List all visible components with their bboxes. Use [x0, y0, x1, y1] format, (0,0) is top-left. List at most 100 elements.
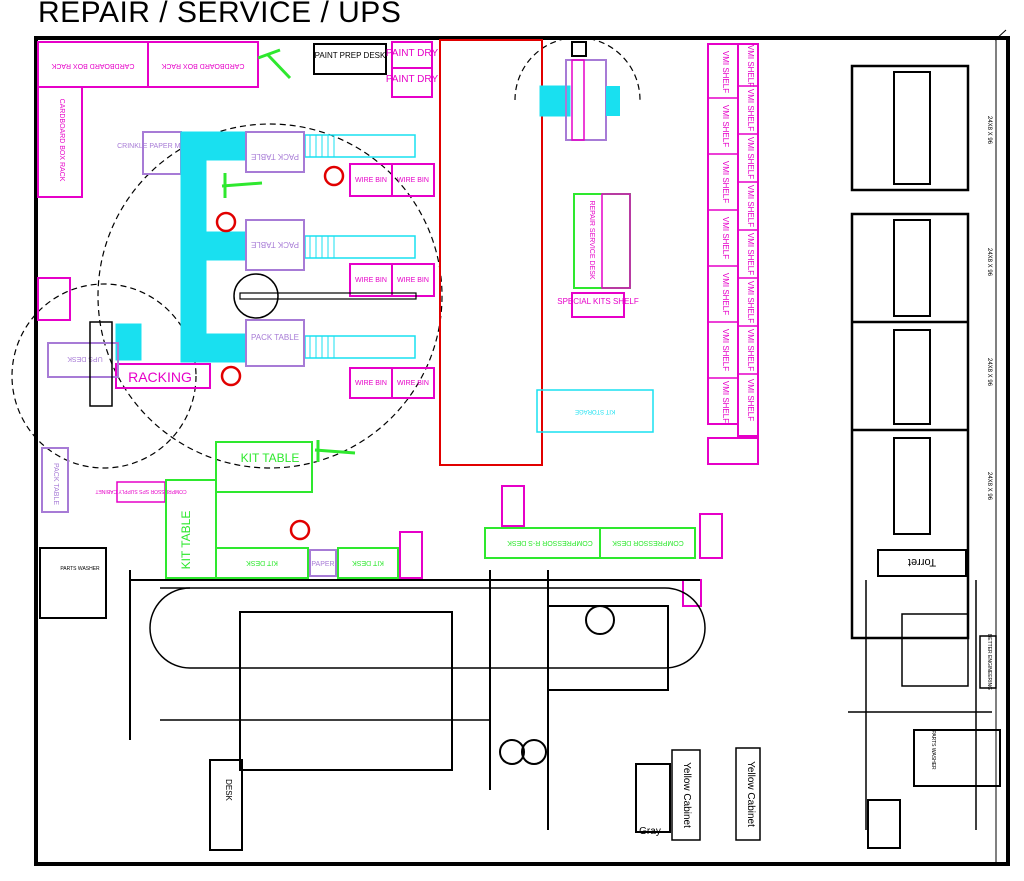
vmi-shelf-label: VMI SHELF — [721, 217, 730, 259]
special-kits-shelf-label: SPECIAL KITS SHELF — [557, 297, 639, 306]
kit-table-label: KIT TABLE — [179, 511, 193, 570]
torret — [877, 549, 967, 577]
torret-label: Torret — [908, 556, 936, 568]
kit-desk-label: KIT DESK — [246, 559, 278, 566]
paper-bin — [309, 549, 337, 577]
better-engineering-label: BETTER ENGINEERING — [986, 634, 992, 690]
vmi-shelf-label: VMI SHELF — [746, 45, 755, 87]
main-machine — [129, 570, 706, 830]
pack-area-circle — [97, 123, 443, 469]
trash-can — [215, 165, 345, 541]
cart — [501, 485, 525, 527]
rack-size-label: 24X8 X 96 — [986, 248, 992, 277]
spindle — [233, 273, 279, 319]
rack-size-label: 24X8 X 96 — [986, 116, 992, 145]
ups-stand — [89, 321, 113, 407]
pack-table-label: PACK TABLE — [52, 463, 59, 505]
vmi-shelf-label: VMI SHELF — [721, 273, 730, 315]
conveyor — [115, 85, 571, 363]
chair — [221, 173, 356, 462]
vmi-shelf-label: VMI SHELF — [746, 281, 755, 323]
vmi-shelf-label: VMI SHELF — [746, 185, 755, 227]
gray-cabinet-label: Gray — [639, 826, 661, 837]
outer-wall — [34, 29, 1010, 866]
vmi-shelf — [707, 43, 759, 437]
ups-desk-label: UPS DESK — [67, 355, 103, 362]
parts-washer — [39, 547, 107, 619]
wire-bin-label: WIRE BIN — [397, 380, 429, 387]
pack-table — [245, 131, 305, 367]
vmi-shelf-label: VMI SHELF — [746, 89, 755, 131]
paint-dry-rack — [391, 41, 433, 98]
crinkle-paper-machine-label: CRINKLE PAPER MACHINE — [117, 143, 207, 150]
cardboard-box-rack-label: CARDBOARD BOX RACK — [58, 99, 65, 182]
vmi-shelf-label: VMI SHELF — [721, 161, 730, 203]
cardboard-box-rack-label: CARDBOARD BOX RACK — [161, 62, 244, 69]
wire-bin-label: WIRE BIN — [397, 177, 429, 184]
parts-washer-label: PARTS WASHER — [60, 566, 100, 572]
wire-bin-label: WIRE BIN — [355, 177, 387, 184]
vmi-shelf-label: VMI SHELF — [746, 329, 755, 371]
wire-bin-label: WIRE BIN — [397, 277, 429, 284]
conveyor — [606, 86, 620, 116]
kit-table — [165, 441, 399, 579]
parts-washer-label: PARTS WASHER — [930, 730, 936, 770]
pack-table-label: PACK TABLE — [251, 333, 299, 342]
kit-desk-label: KIT DESK — [352, 559, 384, 566]
cardboard-box-rack-label: CARDBOARD BOX RACK — [51, 62, 134, 69]
wire-bin-label: WIRE BIN — [355, 277, 387, 284]
paint-prep-desk-label: PAINT PREP DESK — [315, 51, 386, 60]
desk — [209, 759, 243, 851]
kit-table-label: KIT TABLE — [241, 451, 300, 465]
pack-table-side — [41, 447, 69, 513]
yellow-cabinet — [735, 747, 761, 841]
yellow-cabinet — [671, 749, 701, 841]
paint-dry-label: PAINT DRY — [386, 48, 439, 59]
pillar — [571, 41, 587, 57]
ups-area-circle — [11, 283, 197, 469]
compressor-desk-label: COMPRESSOR DESK — [612, 539, 684, 546]
crinkle-paper-machine — [142, 131, 182, 175]
compressor-rs-desk-label: COMPRESSOR R-S DESK — [507, 539, 593, 546]
yellow-cabinet-label: Yellow Cabinet — [681, 762, 692, 828]
rack-size-label: 24X8 X 96 — [986, 358, 992, 387]
cabinet — [37, 277, 71, 321]
vmi-shelf-label: VMI SHELF — [721, 105, 730, 147]
special-kits-shelf — [571, 292, 625, 318]
paint-prep-desk — [313, 43, 387, 75]
paint-dry-label: PAINT DRY — [386, 74, 439, 85]
compressor-desk — [484, 527, 696, 559]
repair-service-desk-label: REPAIR SERVICE DESK — [588, 200, 595, 279]
roller-lines — [309, 135, 335, 358]
aisle-outline — [439, 39, 543, 466]
desk-label: DESK — [224, 779, 233, 801]
yellow-cabinet-label: Yellow Cabinet — [745, 761, 756, 827]
parts-washer — [913, 729, 1001, 787]
racking-label: RACKING — [128, 369, 192, 385]
vmi-shelf-label: VMI SHELF — [746, 379, 755, 421]
kit-storage-label: KIT STORAGE — [575, 408, 615, 414]
paper-label: PAPER — [311, 561, 334, 568]
cart — [699, 513, 723, 559]
pack-table-label: PACK TABLE — [251, 152, 299, 161]
chair — [257, 48, 292, 80]
vmi-shelf-label: VMI SHELF — [721, 329, 730, 371]
gray-cabinet — [635, 763, 671, 833]
vmi-shelf-label: VMI SHELF — [721, 51, 730, 93]
cart — [707, 437, 759, 465]
vmi-shelf-label: VMI SHELF — [721, 381, 730, 423]
pallet-rack — [850, 64, 970, 640]
wire-bin — [349, 163, 435, 399]
page-title: REPAIR / SERVICE / UPS — [38, 0, 402, 29]
kit-storage — [536, 389, 654, 433]
cart — [399, 531, 423, 579]
spindle-arm — [239, 292, 417, 300]
motor — [499, 739, 525, 765]
vmi-shelf-label: VMI SHELF — [746, 233, 755, 275]
wire-bin-label: WIRE BIN — [355, 380, 387, 387]
motor — [521, 739, 547, 765]
better-engineering-machine — [848, 580, 997, 830]
parts-washer — [867, 799, 901, 849]
ups-desk — [47, 342, 119, 378]
top-area-arc — [514, 36, 641, 101]
